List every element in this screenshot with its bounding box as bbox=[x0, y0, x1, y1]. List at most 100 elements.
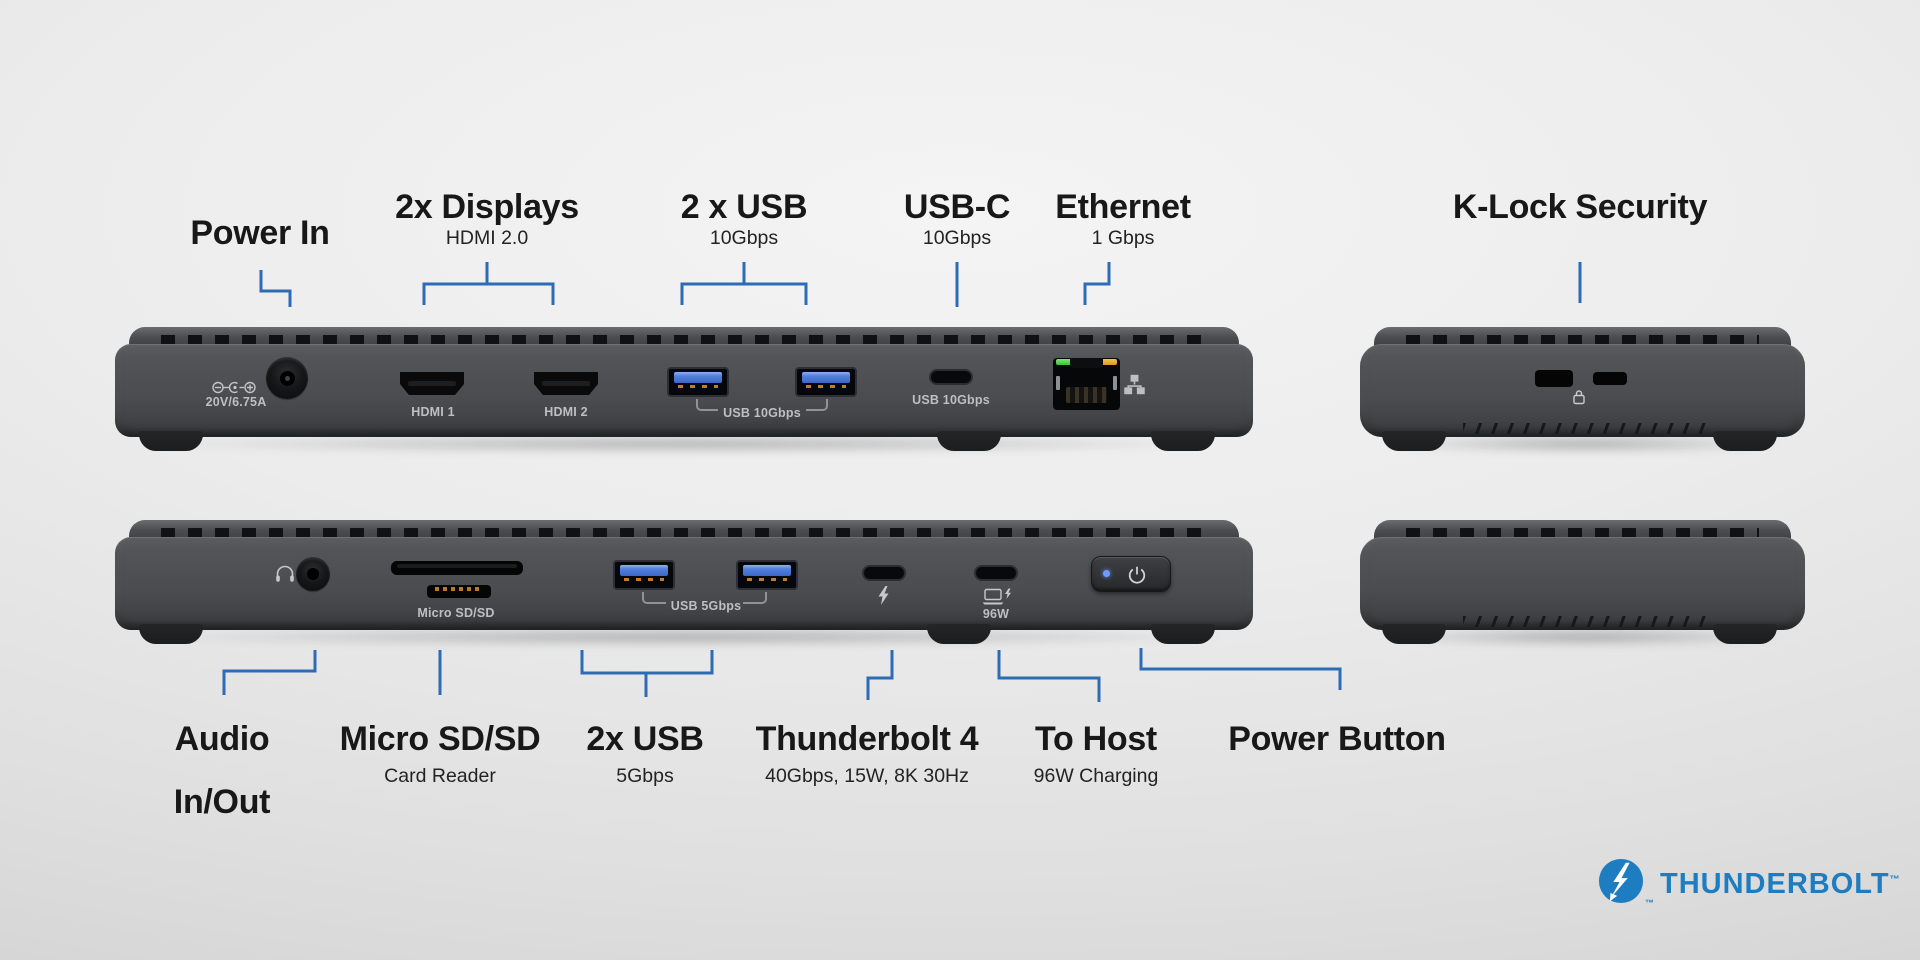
dock-side-plain-view bbox=[1360, 520, 1805, 644]
usbc-10g-label: USB 10Gbps bbox=[912, 393, 990, 407]
label-to-host: To Host bbox=[1035, 720, 1157, 758]
usb10-printed-bracket-left bbox=[696, 399, 718, 411]
logo-circle-trademark: ™ bbox=[1645, 898, 1654, 908]
usbc-10g-port bbox=[929, 369, 973, 385]
hdmi-port-2 bbox=[534, 372, 598, 395]
sublabel-microsd: Card Reader bbox=[384, 765, 496, 787]
label-usb10: 2 x USB bbox=[680, 188, 808, 226]
dock-side-klock-view bbox=[1360, 327, 1805, 451]
label-power-button: Power Button bbox=[1228, 720, 1446, 758]
dock-side-foot-right bbox=[1713, 431, 1777, 451]
usb10-pair-label: USB 10Gbps bbox=[723, 406, 801, 420]
power-led bbox=[1103, 570, 1110, 577]
usba-tab bbox=[674, 372, 722, 383]
klock-slot-2 bbox=[1593, 372, 1627, 385]
sd-slot-inner bbox=[397, 564, 517, 568]
dock-back-foot-right bbox=[1151, 431, 1215, 451]
audio-jack bbox=[296, 557, 330, 591]
label-power-in: Power In bbox=[190, 214, 330, 252]
dock-side2-foot-right bbox=[1713, 624, 1777, 644]
label-displays: 2x Displays bbox=[395, 188, 579, 226]
usba-10g-port-2 bbox=[795, 367, 857, 397]
sublabel-thunderbolt4: 40Gbps, 15W, 8K 30Hz bbox=[765, 765, 969, 787]
card-reader-printed-label: Micro SD/SD bbox=[417, 606, 495, 620]
sublabel-ethernet: 1 Gbps bbox=[1091, 227, 1155, 249]
ethernet-port bbox=[1053, 358, 1120, 410]
power-rating-label: 20V/6.75A bbox=[205, 395, 267, 409]
ethernet-led-amber bbox=[1100, 359, 1117, 365]
callout-thunderbolt4 bbox=[866, 650, 894, 700]
microsd-card-slot bbox=[427, 585, 491, 598]
audio-jack-hole bbox=[307, 568, 319, 580]
dock-side-foot-left bbox=[1382, 431, 1446, 451]
dock-side2-bottom-vents bbox=[1463, 616, 1710, 627]
power-button bbox=[1091, 556, 1171, 592]
klock-slot-1 bbox=[1535, 370, 1573, 387]
sublabel-usb5: 5Gbps bbox=[616, 765, 674, 787]
callout-ethernet bbox=[1083, 262, 1111, 305]
dock-side-bottom-vents bbox=[1463, 423, 1710, 434]
dock-back-view: 20V/6.75A HDMI 1 HDMI 2 USB 10Gbps USB 1… bbox=[115, 327, 1253, 451]
usba-pins bbox=[806, 385, 846, 388]
thunderbolt4-port bbox=[862, 565, 906, 581]
thunderbolt-logo-text: THUNDERBOLT™ bbox=[1660, 868, 1901, 901]
hdmi2-slot bbox=[542, 381, 590, 386]
label-audio: Audio bbox=[174, 720, 270, 758]
callout-audio bbox=[222, 650, 317, 695]
lock-icon bbox=[1572, 389, 1586, 405]
dock-back-foot-middle bbox=[937, 431, 1001, 451]
dock-side2-face bbox=[1360, 537, 1805, 630]
dc-power-jack bbox=[266, 357, 308, 399]
thunderbolt-bolt-icon bbox=[877, 586, 890, 605]
dock-front-foot-right bbox=[1151, 624, 1215, 644]
microsd-pins bbox=[435, 587, 483, 591]
dock-front-foot-middle bbox=[927, 624, 991, 644]
dock-side-top-shadow bbox=[1380, 434, 1790, 454]
power-symbol-icon bbox=[1126, 564, 1148, 586]
label-usbc: USB-C bbox=[903, 188, 1011, 226]
ethernet-led-green bbox=[1056, 359, 1073, 365]
usb5-pair-label: USB 5Gbps bbox=[670, 599, 742, 613]
usb5-printed-bracket-left bbox=[642, 592, 666, 604]
usb10-printed-bracket-right bbox=[806, 399, 828, 411]
usba-tab bbox=[743, 565, 791, 576]
usb5-printed-bracket-right bbox=[743, 592, 767, 604]
ethernet-contacts bbox=[1066, 387, 1107, 403]
thunderbolt-logo-icon bbox=[1598, 858, 1644, 904]
to-host-port bbox=[974, 565, 1018, 581]
ethernet-latch-left bbox=[1056, 376, 1060, 390]
usba-5g-port-2 bbox=[736, 560, 798, 590]
callout-displays bbox=[422, 262, 555, 305]
dock-side2-foot-left bbox=[1382, 624, 1446, 644]
network-icon bbox=[1124, 374, 1145, 395]
laptop-charging-icon bbox=[981, 588, 1013, 606]
sublabel-usbc: 10Gbps bbox=[922, 227, 992, 249]
logo-trademark: ™ bbox=[1889, 874, 1901, 886]
host-watts-label: 96W bbox=[982, 607, 1010, 621]
usba-pins bbox=[624, 578, 664, 581]
hdmi-port-1 bbox=[400, 372, 464, 395]
callout-usb10 bbox=[680, 262, 808, 305]
label-usb5: 2x USB bbox=[586, 720, 704, 758]
hdmi1-label: HDMI 1 bbox=[411, 405, 455, 419]
logo-wordmark: THUNDERBOLT bbox=[1660, 868, 1890, 900]
dock-front-view: Micro SD/SD USB 5Gbps 96W bbox=[115, 520, 1253, 644]
dock-front-foot-left bbox=[139, 624, 203, 644]
dc-polarity-icon bbox=[211, 380, 257, 395]
label-microsd: Micro SD/SD bbox=[339, 720, 541, 758]
callout-usb5 bbox=[580, 650, 714, 697]
dock-side-face bbox=[1360, 344, 1805, 437]
label-audio-line2: In/Out bbox=[173, 783, 271, 821]
usba-10g-port-1 bbox=[667, 367, 729, 397]
label-ethernet: Ethernet bbox=[1055, 188, 1191, 226]
usba-5g-port-1 bbox=[613, 560, 675, 590]
callout-power-in bbox=[259, 270, 292, 307]
usba-tab bbox=[802, 372, 850, 383]
usba-pins bbox=[747, 578, 787, 581]
sd-card-slot bbox=[391, 561, 523, 575]
ethernet-clip bbox=[1070, 358, 1103, 368]
ethernet-latch-right bbox=[1113, 376, 1117, 390]
label-thunderbolt4: Thunderbolt 4 bbox=[755, 720, 979, 758]
